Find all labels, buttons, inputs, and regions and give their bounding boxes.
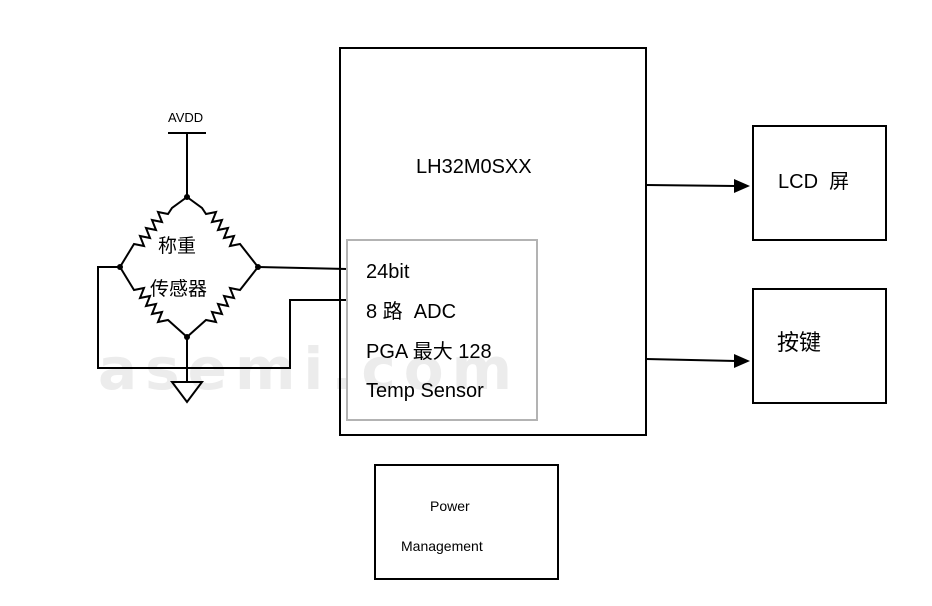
bridge-resistor-top-left: [119, 196, 188, 268]
left-node-wire: [97, 266, 347, 369]
adc-feature-resolution: 24bit: [366, 261, 410, 283]
power-management-block: [374, 464, 559, 580]
bridge-node-bottom: [184, 334, 190, 340]
adc-feature-pga: PGA 最大 128: [366, 341, 492, 363]
keys-arrow-line: [645, 358, 737, 362]
mcu-block: [339, 47, 647, 436]
lcd-arrowhead: [734, 179, 750, 193]
adc-feature-temp-sensor: Temp Sensor: [366, 380, 484, 402]
adc-feature-channels: 8 路 ADC: [366, 301, 457, 323]
power-label-line2: Management: [401, 538, 483, 554]
sensor-label-line2: 传感器: [150, 278, 208, 300]
bridge-node-top: [184, 194, 190, 200]
bridge-node-left: [117, 264, 123, 270]
keys-block: [752, 288, 887, 404]
lcd-label: LCD 屏: [778, 171, 850, 193]
keys-arrowhead: [734, 354, 750, 368]
avdd-label: AVDD: [168, 110, 204, 125]
right-node-wire: [257, 266, 348, 270]
lcd-arrow-line: [645, 184, 737, 187]
sensor-label-line1: 称重: [158, 235, 197, 257]
adc-block: [346, 239, 538, 421]
keys-label: 按键: [777, 331, 822, 356]
mcu-name: LH32M0SXX: [416, 156, 532, 178]
bridge-resistor-top-right: [186, 196, 259, 268]
power-label-line1: Power: [430, 498, 470, 514]
lcd-block: [752, 125, 887, 241]
ground-symbol: [170, 381, 204, 404]
bridge-node-right: [255, 264, 261, 270]
bridge-resistor-bottom-right: [186, 266, 259, 338]
bridge-resistor-bottom-left: [119, 266, 188, 338]
